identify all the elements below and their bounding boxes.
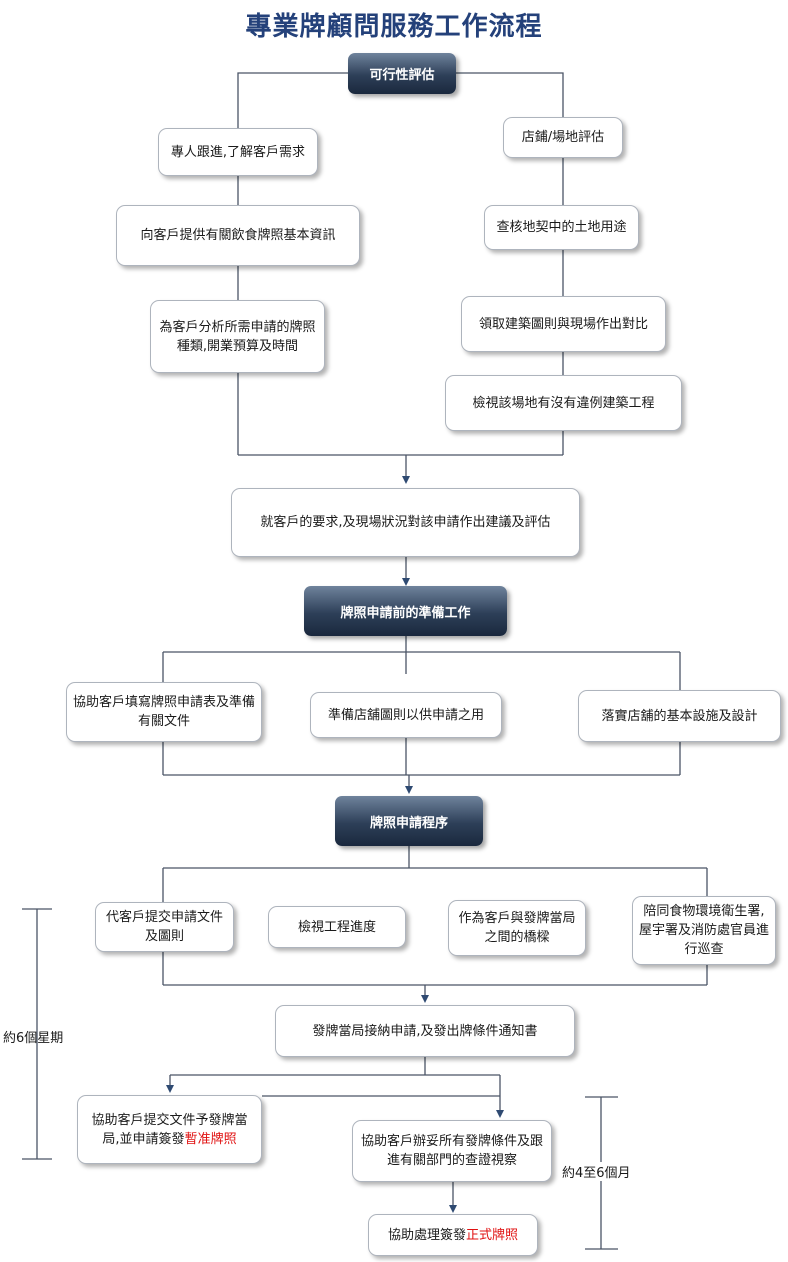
- connector-feasibility-left: [237, 72, 348, 130]
- box-prep-facilities: 落實店舖的基本設施及設計: [578, 690, 781, 742]
- box-follow-up: 專人跟進,了解客戶需求: [158, 128, 318, 176]
- provisional-text: 協助客戶提交文件予發牌當局,並申請簽發: [91, 1112, 248, 1147]
- box-conditions: 協助客戶辦妥所有發牌條件及跟進有關部門的查證視察: [352, 1120, 552, 1182]
- box-bridge: 作為客戶與發牌當局之間的橋樑: [448, 900, 586, 956]
- box-prep-forms: 協助客戶填寫牌照申請表及準備有關文件: [66, 682, 262, 742]
- provisional-highlight: 暫准牌照: [184, 1131, 237, 1147]
- box-recommendation: 就客戶的要求,及現場狀況對該申請作出建議及評估: [231, 488, 580, 557]
- box-analysis: 為客戶分析所需申請的牌照種類,開業預算及時間: [150, 300, 325, 373]
- stage-feasibility: 可行性評估: [348, 53, 456, 94]
- box-illegal-works: 檢視該場地有沒有違例建築工程: [445, 375, 682, 431]
- box-submit: 代客戶提交申請文件及圖則: [95, 902, 234, 952]
- stage-procedure: 牌照申請程序: [335, 796, 483, 846]
- full-licence-text: 協助處理簽發: [387, 1227, 466, 1243]
- box-inspection: 陪同食物環境衛生署,屋宇署及消防處官員進行巡查: [632, 896, 776, 965]
- box-site-assessment: 店鋪/場地評估: [503, 117, 623, 158]
- box-provide-info: 向客戶提供有關飲食牌照基本資訊: [116, 205, 360, 266]
- box-progress: 檢視工程進度: [268, 906, 406, 948]
- box-land-use: 查核地契中的土地用途: [484, 205, 639, 250]
- connector-feasibility-right: [456, 72, 564, 117]
- box-acceptance: 發牌當局接納申請,及發出牌條件通知書: [275, 1005, 575, 1057]
- stage-preparation: 牌照申請前的準備工作: [304, 586, 507, 636]
- full-licence-highlight: 正式牌照: [466, 1227, 519, 1243]
- duration-six-weeks: 約6個星期: [3, 1031, 64, 1046]
- page-title: 專業牌顧問服務工作流程: [245, 12, 543, 42]
- box-prep-shop-plans: 準備店舖圖則以供申請之用: [310, 692, 502, 738]
- box-provisional-licence: 協助客戶提交文件予發牌當局,並申請簽發暫准牌照: [77, 1095, 262, 1164]
- duration-four-to-six-months: 約4至6個月: [560, 1162, 633, 1181]
- box-full-licence: 協助處理簽發正式牌照: [368, 1214, 538, 1256]
- box-building-plans: 領取建築圖則與現場作出對比: [461, 296, 666, 352]
